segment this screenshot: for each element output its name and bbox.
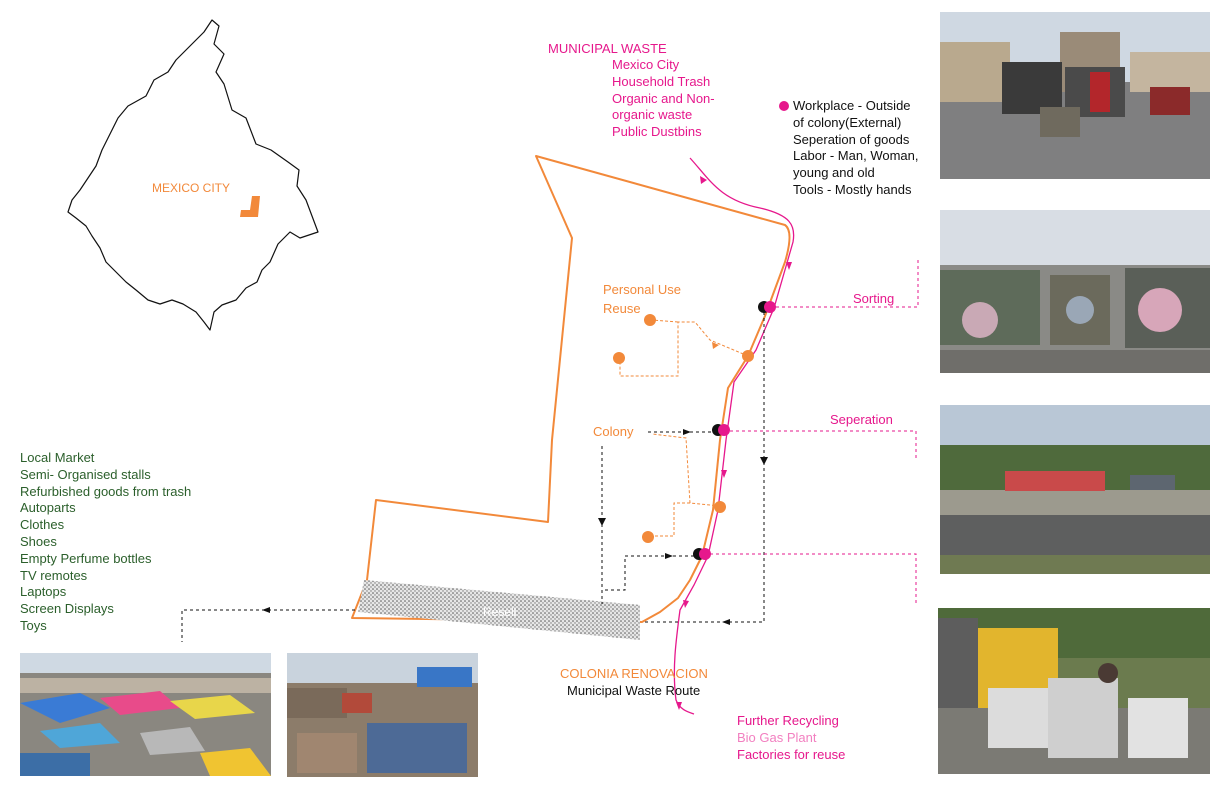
reuse-label: Reuse — [603, 301, 641, 316]
market-item: TV remotes — [20, 567, 88, 583]
reuse-dot-3 — [742, 350, 754, 362]
photo-street-trucks — [940, 12, 1210, 179]
municipal-waste-line: organic waste — [612, 107, 693, 123]
route-arrow-3 — [721, 470, 727, 478]
photo-autoparts-market — [287, 653, 478, 777]
map-label: MEXICO CITY — [152, 181, 231, 195]
municipal-waste-line: Household Trash — [612, 73, 711, 89]
black-arrow-2 — [683, 429, 691, 435]
market-item: Autoparts — [20, 500, 76, 516]
reuse-route-lower — [651, 433, 721, 507]
route-arrow-1 — [700, 176, 707, 184]
route-arrow-5 — [676, 702, 682, 710]
route-sorting-down — [642, 312, 765, 623]
reuse-route-upper-b — [651, 319, 679, 323]
node-colony-magenta — [718, 424, 730, 436]
workplace-line: Labor - Man, Woman, — [793, 148, 919, 164]
workplace-legend-dot — [779, 101, 789, 111]
photo-recycling-bags — [938, 608, 1210, 774]
photo-sorting — [940, 210, 1210, 373]
market-item: Clothes — [20, 517, 65, 533]
reuse-dot-5 — [642, 531, 654, 543]
colony-label: Colony — [593, 424, 634, 439]
workplace-line: Workplace - Outside — [793, 98, 911, 113]
photo-seperation — [940, 405, 1210, 574]
seperation-label: Seperation — [830, 412, 893, 427]
market-item: Refurbished goods from trash — [20, 483, 192, 499]
black-arrow-1 — [760, 457, 768, 465]
leader-seperation — [730, 430, 917, 460]
route-to-market — [181, 609, 355, 642]
node-sorting-magenta — [764, 301, 776, 313]
market-item: Toys — [20, 617, 47, 633]
resell-label: Resell — [483, 605, 517, 619]
black-arrow-6 — [665, 553, 673, 559]
reuse-dot-1 — [644, 314, 656, 326]
workplace-line: of colony(External) — [793, 114, 902, 130]
leader-lower — [710, 553, 917, 606]
municipal-route-label: Municipal Waste Route — [567, 683, 701, 698]
market-list: Local Market Semi- Organised stalls Refu… — [20, 450, 191, 635]
market-item: Screen Displays — [20, 601, 114, 617]
photo-local-market — [20, 653, 271, 776]
bio-gas-plant: Bio Gas Plant — [737, 730, 817, 745]
orange-arrow — [712, 342, 719, 349]
municipal-waste-route — [673, 157, 795, 715]
further-recycling: Further Recycling — [737, 713, 839, 728]
mexico-city-outline — [67, 19, 319, 331]
reuse-route-lower-b — [650, 502, 690, 537]
personal-use-label: Personal Use — [603, 282, 682, 297]
municipal-waste-heading: MUNICIPAL WASTE — [548, 41, 667, 56]
market-item: Laptops — [20, 584, 67, 600]
colonia-name: COLONIA RENOVACION — [560, 666, 708, 681]
market-item: Empty Perfume bottles — [20, 550, 152, 566]
route-lower-loop — [604, 555, 700, 591]
workplace-line: young and old — [793, 165, 875, 181]
market-item: Local Market — [20, 450, 95, 465]
reuse-dot-2 — [613, 352, 625, 364]
municipal-waste-line: Public Dustbins — [612, 124, 702, 140]
workplace-line: Seperation of goods — [793, 131, 910, 147]
municipal-waste-line: Organic and Non- — [612, 90, 715, 106]
market-item: Shoes — [20, 533, 57, 549]
factories-for-reuse: Factories for reuse — [737, 747, 846, 762]
black-arrow-5 — [262, 607, 270, 613]
black-arrow-4 — [722, 619, 730, 625]
black-arrow-3 — [598, 518, 606, 526]
market-item: Semi- Organised stalls — [20, 466, 151, 482]
workplace-line: Tools - Mostly hands — [793, 181, 912, 197]
colony-boundary — [351, 155, 791, 623]
municipal-waste-details: Mexico City Household Trash Organic and … — [612, 57, 715, 141]
workplace-legend: Workplace - Outside of colony(External) … — [793, 98, 918, 199]
colonia-map-marker — [240, 196, 260, 217]
reuse-route-upper — [619, 321, 749, 377]
sorting-label: Sorting — [853, 291, 895, 306]
reuse-dot-4 — [714, 501, 726, 513]
leader-sorting — [776, 258, 919, 308]
resell-area — [358, 580, 640, 640]
route-arrow-2 — [786, 262, 792, 270]
route-arrow-4 — [683, 600, 689, 608]
municipal-waste-line: Mexico City — [612, 57, 680, 72]
node-lower-magenta — [699, 548, 711, 560]
